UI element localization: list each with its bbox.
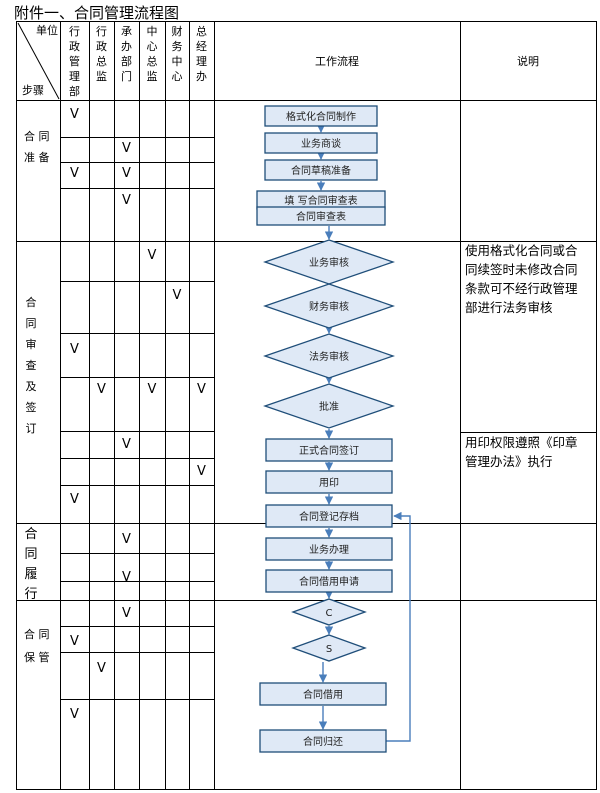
flow-node-label: 填 写合同审查表 xyxy=(284,194,357,207)
flow-node: 合同借用申请 xyxy=(265,569,393,593)
flow-node-label: 正式合同签订 xyxy=(299,444,359,457)
check-mark: V xyxy=(122,532,131,547)
table-grid xyxy=(16,21,597,790)
check-mark: V xyxy=(122,193,131,208)
workflow-header: 工作流程 xyxy=(315,54,359,68)
flow-node-label: 格式化合同制作 xyxy=(286,110,356,123)
check-mark: V xyxy=(122,141,131,156)
flow-node-label: 业务办理 xyxy=(309,543,349,556)
flow-node-label: S xyxy=(326,644,332,655)
check-mark: V xyxy=(70,166,79,181)
flow-node-label: 用印 xyxy=(319,477,339,489)
check-mark: V xyxy=(97,382,106,397)
check-mark: V xyxy=(97,661,106,676)
note-text: 使用格式化合同或合同续签时未修改合同条款可不经行政管理部进行法务审核 xyxy=(465,243,578,315)
flow-node: 业务商谈 xyxy=(264,132,378,154)
flow-node: S xyxy=(291,634,367,662)
notes: 使用格式化合同或合同续签时未修改合同条款可不经行政管理部进行法务审核用印权限遵照… xyxy=(465,243,578,469)
check-mark: V xyxy=(173,288,182,303)
flow-node: 正式合同签订 xyxy=(265,438,393,462)
flow-node: 财务审核 xyxy=(263,283,395,329)
flow-node: 合同草稿准备 xyxy=(264,159,378,181)
column-header: 行政总监 xyxy=(96,25,107,83)
flow-node: 合同审查表 xyxy=(256,206,386,226)
check-mark: V xyxy=(122,437,131,452)
stage-label: 合 同保 管 xyxy=(24,627,50,664)
flow-node: 填 写合同审查表 xyxy=(256,190,386,210)
flow-connectors xyxy=(316,124,411,742)
flow-node: 法务审核 xyxy=(263,333,395,379)
flow-node-label: 批准 xyxy=(319,400,339,413)
unit-label: 单位 xyxy=(36,23,58,37)
stage-label: 合同审查及签订 xyxy=(26,295,37,435)
flow-node-label: 法务审核 xyxy=(309,350,349,363)
check-mark: V xyxy=(70,107,79,122)
note-text: 用印权限遵照《印章管理办法》执行 xyxy=(465,435,578,469)
step-label: 步骤 xyxy=(22,84,44,97)
column-header: 总经理办 xyxy=(196,24,207,83)
check-mark: V xyxy=(197,382,206,397)
flow-node: 合同登记存档 xyxy=(265,504,393,528)
flow-node: 业务办理 xyxy=(265,537,393,561)
return-loop-arrow xyxy=(386,511,411,742)
check-mark: V xyxy=(70,707,79,722)
flow-node-label: 合同借用 xyxy=(303,688,343,701)
flow-node-label: 合同借用申请 xyxy=(299,575,359,588)
stage-label: 合同履行 xyxy=(24,527,37,602)
stage-label: 合 同准 备 xyxy=(24,129,50,164)
column-header: 财务中心 xyxy=(172,24,183,83)
flow-node: 用印 xyxy=(265,470,393,494)
check-mark: V xyxy=(197,464,206,479)
flow-node: 业务审核 xyxy=(263,239,395,285)
check-mark: V xyxy=(148,248,157,263)
flow-node-label: 合同草稿准备 xyxy=(291,164,351,177)
check-mark: V xyxy=(70,342,79,357)
flow-node-label: 业务审核 xyxy=(309,256,349,269)
flow-node-label: 业务商谈 xyxy=(301,137,341,150)
flow-node-label: C xyxy=(326,608,333,619)
column-header: 行政管理部 xyxy=(69,25,80,98)
header: 单位 步骤 行政管理部 行政总监 承办部门 中心总监 财务中心 总经理办 工作流程 说明 xyxy=(22,23,539,98)
check-mark: V xyxy=(70,634,79,649)
notes-header: 说明 xyxy=(517,54,539,68)
flow-node: 批准 xyxy=(263,383,395,429)
page-title: 附件一、合同管理流程图 xyxy=(14,4,180,22)
check-mark: V xyxy=(70,492,79,507)
flow-node: 合同借用 xyxy=(259,682,387,706)
flow-node-label: 财务审核 xyxy=(309,300,349,313)
check-mark: V xyxy=(122,570,131,585)
column-header: 中心总监 xyxy=(147,25,158,83)
flow-node: 格式化合同制作 xyxy=(264,105,378,127)
check-mark: V xyxy=(148,382,157,397)
flow-node: C xyxy=(291,598,367,626)
flow-node-label: 合同归还 xyxy=(303,735,343,748)
check-mark: V xyxy=(122,166,131,181)
flow-node-label: 合同审查表 xyxy=(296,210,346,223)
flow-node-label: 合同登记存档 xyxy=(299,510,359,523)
column-header: 承办部门 xyxy=(121,25,132,83)
flow-node: 合同归还 xyxy=(259,729,387,753)
check-mark: V xyxy=(122,606,131,621)
